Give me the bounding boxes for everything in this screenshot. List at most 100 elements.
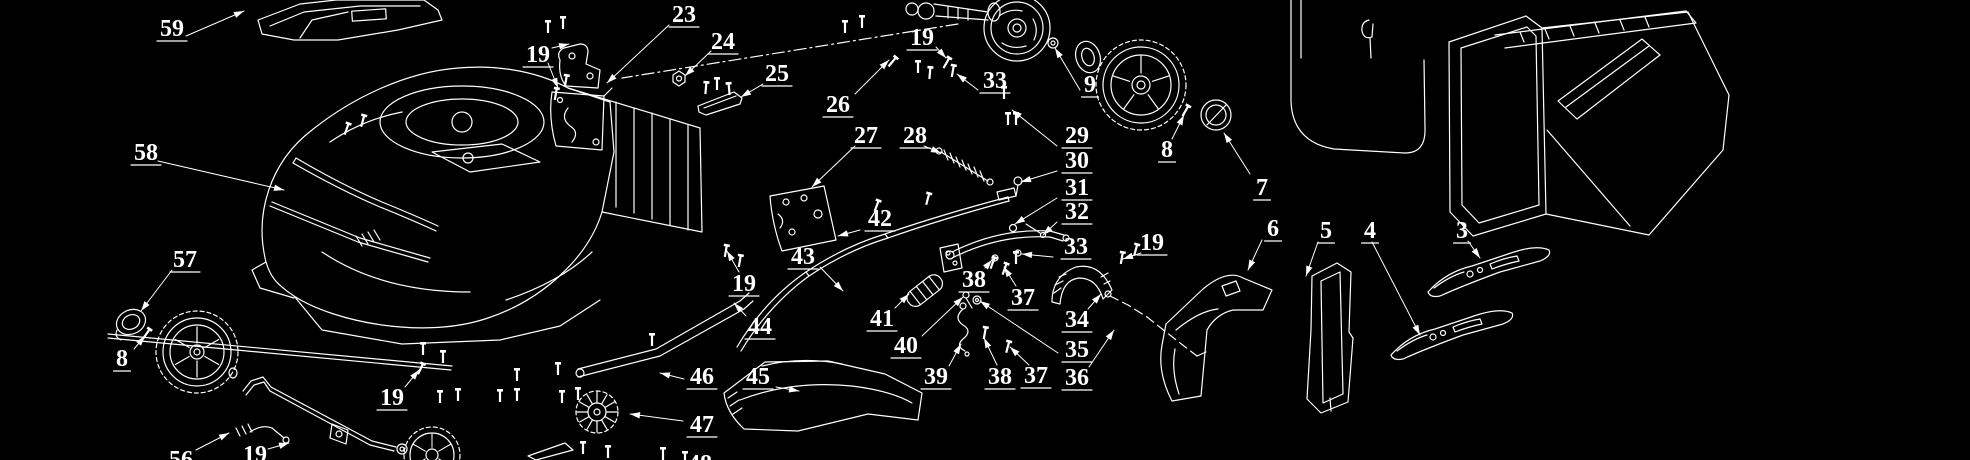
- callout-40-29: 40: [890, 296, 964, 359]
- grip-part41: [906, 274, 944, 307]
- part-number: 4: [1364, 218, 1376, 244]
- leader-arrowhead: [899, 294, 909, 304]
- washer-part: [1047, 37, 1059, 49]
- axle-washer-part: [228, 367, 238, 379]
- leader-arrowhead: [1055, 48, 1063, 59]
- callout-32-13: 32: [1042, 199, 1093, 236]
- callout-26-6: 26: [822, 59, 890, 118]
- part-number: 9: [1084, 72, 1096, 98]
- discharge-chute-part6: [1160, 274, 1273, 402]
- leader-arrowhead: [273, 184, 284, 191]
- leader-arrowhead: [1306, 265, 1313, 276]
- part-number: 35: [1065, 337, 1089, 363]
- callout-35-33: 35: [979, 300, 1093, 363]
- part-number: 32: [1065, 199, 1089, 225]
- part-number: 38: [962, 267, 986, 293]
- callout-39-35: 39: [920, 343, 962, 390]
- callout-25-5: 25: [740, 61, 793, 98]
- callout-8-16: 8: [1157, 114, 1185, 163]
- callout-37-31: 37: [1003, 266, 1039, 311]
- leader-arrowhead: [984, 338, 992, 349]
- leader-arrowhead: [1015, 216, 1026, 224]
- leader-arrowhead: [1105, 330, 1114, 341]
- callout-33-14: 33: [1021, 234, 1092, 260]
- leader-arrowhead: [1004, 267, 1013, 278]
- blade-part3: [1427, 247, 1551, 298]
- cable-end-part40: [962, 291, 973, 309]
- leader-arrowhead: [218, 433, 229, 441]
- leader-arrowhead: [1022, 251, 1033, 259]
- leader-arrowhead: [788, 386, 799, 393]
- part-number: 34: [1065, 307, 1089, 333]
- callout-44-27: 44: [733, 302, 776, 340]
- callout-6-18: 6: [1247, 216, 1283, 271]
- impeller-part47: [575, 390, 619, 434]
- side-frame-part5: [1306, 262, 1354, 414]
- leader-arrowhead: [1043, 225, 1053, 235]
- callout-46-38: 46: [659, 364, 718, 390]
- axle-rod-part: [242, 376, 408, 455]
- part-number: 8: [1161, 137, 1173, 163]
- leader-arrowhead: [1412, 324, 1420, 335]
- part-number: 26: [826, 92, 850, 118]
- part-number: 59: [160, 16, 184, 42]
- support-bar-part46: [575, 292, 754, 378]
- part-number: 28: [903, 123, 927, 149]
- bag-handle-wire-part: [1290, 0, 1426, 154]
- callout-19-7: 19: [906, 25, 947, 59]
- leader-arrowhead: [980, 301, 991, 310]
- bottom-wheel-part: [403, 426, 461, 460]
- part-number: 37: [1024, 363, 1048, 389]
- leader-arrowhead: [1176, 115, 1184, 126]
- plate-part25: [697, 91, 743, 116]
- part-number: 43: [791, 244, 815, 270]
- part-number: 33: [1064, 234, 1088, 260]
- leader-line: [1371, 241, 1421, 336]
- latch-parts-bottom-left: [235, 423, 290, 444]
- callout-36-34: 36: [1061, 329, 1115, 391]
- callout-45-39: 45: [742, 364, 800, 393]
- part-number: 39: [924, 364, 948, 390]
- callout-5-19: 5: [1305, 218, 1336, 277]
- blade-part4: [1390, 310, 1514, 361]
- leader-arrowhead: [930, 146, 941, 153]
- bracket-part27: [769, 185, 837, 252]
- callout-28-23: 28: [899, 123, 942, 154]
- mower-deck-part: [251, 66, 703, 345]
- part-number: 47: [690, 412, 714, 438]
- leader-arrowhead: [812, 177, 822, 187]
- leader-arrowhead: [1471, 247, 1480, 258]
- part-number: 37: [1011, 285, 1035, 311]
- part-number: 6: [1267, 216, 1279, 242]
- part-number: 19: [732, 271, 756, 297]
- leader-line: [185, 10, 245, 37]
- part-number: 19: [526, 42, 550, 68]
- callout-19-43: 19: [376, 369, 420, 411]
- part-number: 42: [868, 206, 892, 232]
- callout-56-45: 56: [169, 432, 230, 460]
- leader-arrowhead: [953, 297, 963, 307]
- guide-rod-part58: [292, 157, 439, 247]
- callout-57-41: 57: [140, 247, 201, 312]
- part-number: 23: [672, 2, 696, 28]
- callout-41-28: 41: [866, 293, 910, 332]
- callout-43-25: 43: [787, 244, 844, 292]
- callout-38-30: 38: [958, 259, 993, 293]
- leader-arrowhead: [833, 281, 843, 291]
- leader-line: [157, 160, 285, 191]
- part-number: 29: [1065, 123, 1089, 149]
- callout-27-22: 27: [811, 123, 882, 188]
- part-number: 27: [854, 123, 878, 149]
- rear-wheel-part: [1095, 39, 1187, 131]
- part-number: 7: [1256, 175, 1268, 201]
- part-number: 3: [1456, 218, 1468, 244]
- callout-31-12: 31: [1014, 175, 1093, 225]
- part-number: 25: [765, 61, 789, 87]
- leader-arrowhead: [410, 370, 419, 380]
- callout-33-8: 33: [956, 68, 1011, 94]
- callout-19-15: 19: [1122, 230, 1168, 260]
- leader-arrowhead: [741, 89, 752, 97]
- callout-38-36: 38: [983, 337, 1016, 390]
